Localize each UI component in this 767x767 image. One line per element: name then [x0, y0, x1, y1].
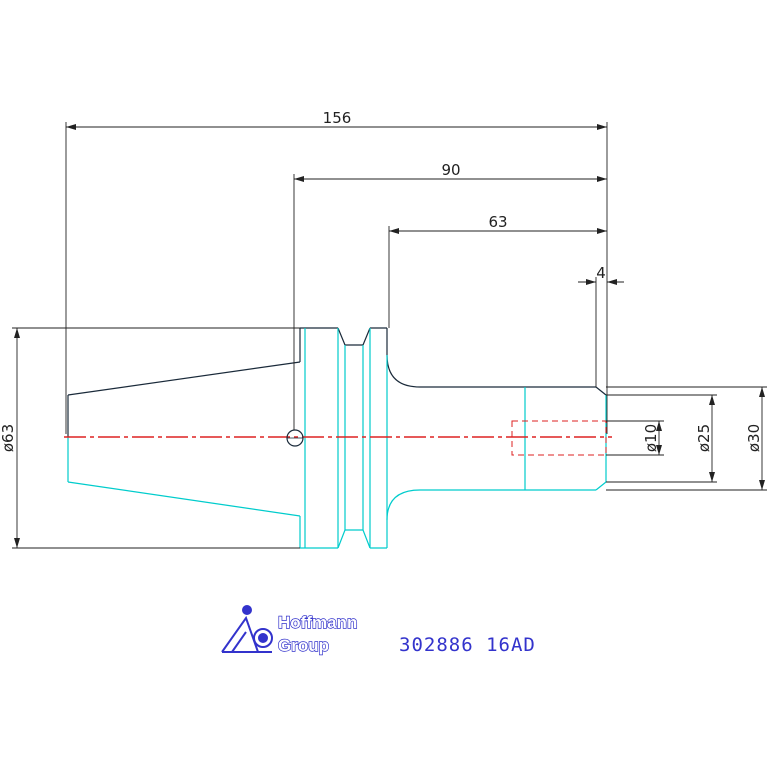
dimension-156 — [65, 122, 608, 434]
dimension-156-label: 156 — [323, 109, 352, 127]
logo-line1: Hoffmann — [278, 613, 357, 632]
hoffmann-figure-icon — [221, 605, 273, 653]
dimension-90-label: 90 — [441, 161, 460, 179]
dimension-63-label: 63 — [488, 213, 507, 231]
dimension-dia-25 — [606, 394, 717, 483]
dimension-dia-25-label: ø25 — [695, 424, 713, 452]
centerline — [64, 429, 612, 447]
dimension-4-label: 4 — [596, 264, 606, 282]
dimension-dia-63 — [12, 327, 300, 549]
dimension-dia-30 — [606, 386, 767, 491]
bore-hidden-lines — [511, 420, 607, 456]
hoffmann-group-logo: Hoffmann Group — [221, 605, 358, 656]
tool-holder-lower-section — [67, 328, 607, 549]
dimension-90 — [293, 174, 607, 430]
dimension-63 — [388, 226, 607, 328]
logo-line2: Group — [278, 636, 329, 655]
dimension-dia-63-label: ø63 — [0, 424, 17, 452]
dimension-dia-10-label: ø10 — [642, 424, 660, 452]
dimension-dia-10 — [606, 420, 664, 456]
dimension-4 — [578, 277, 624, 387]
part-code: 302886 16AD — [399, 634, 536, 656]
dimension-dia-30-label: ø30 — [745, 424, 763, 452]
